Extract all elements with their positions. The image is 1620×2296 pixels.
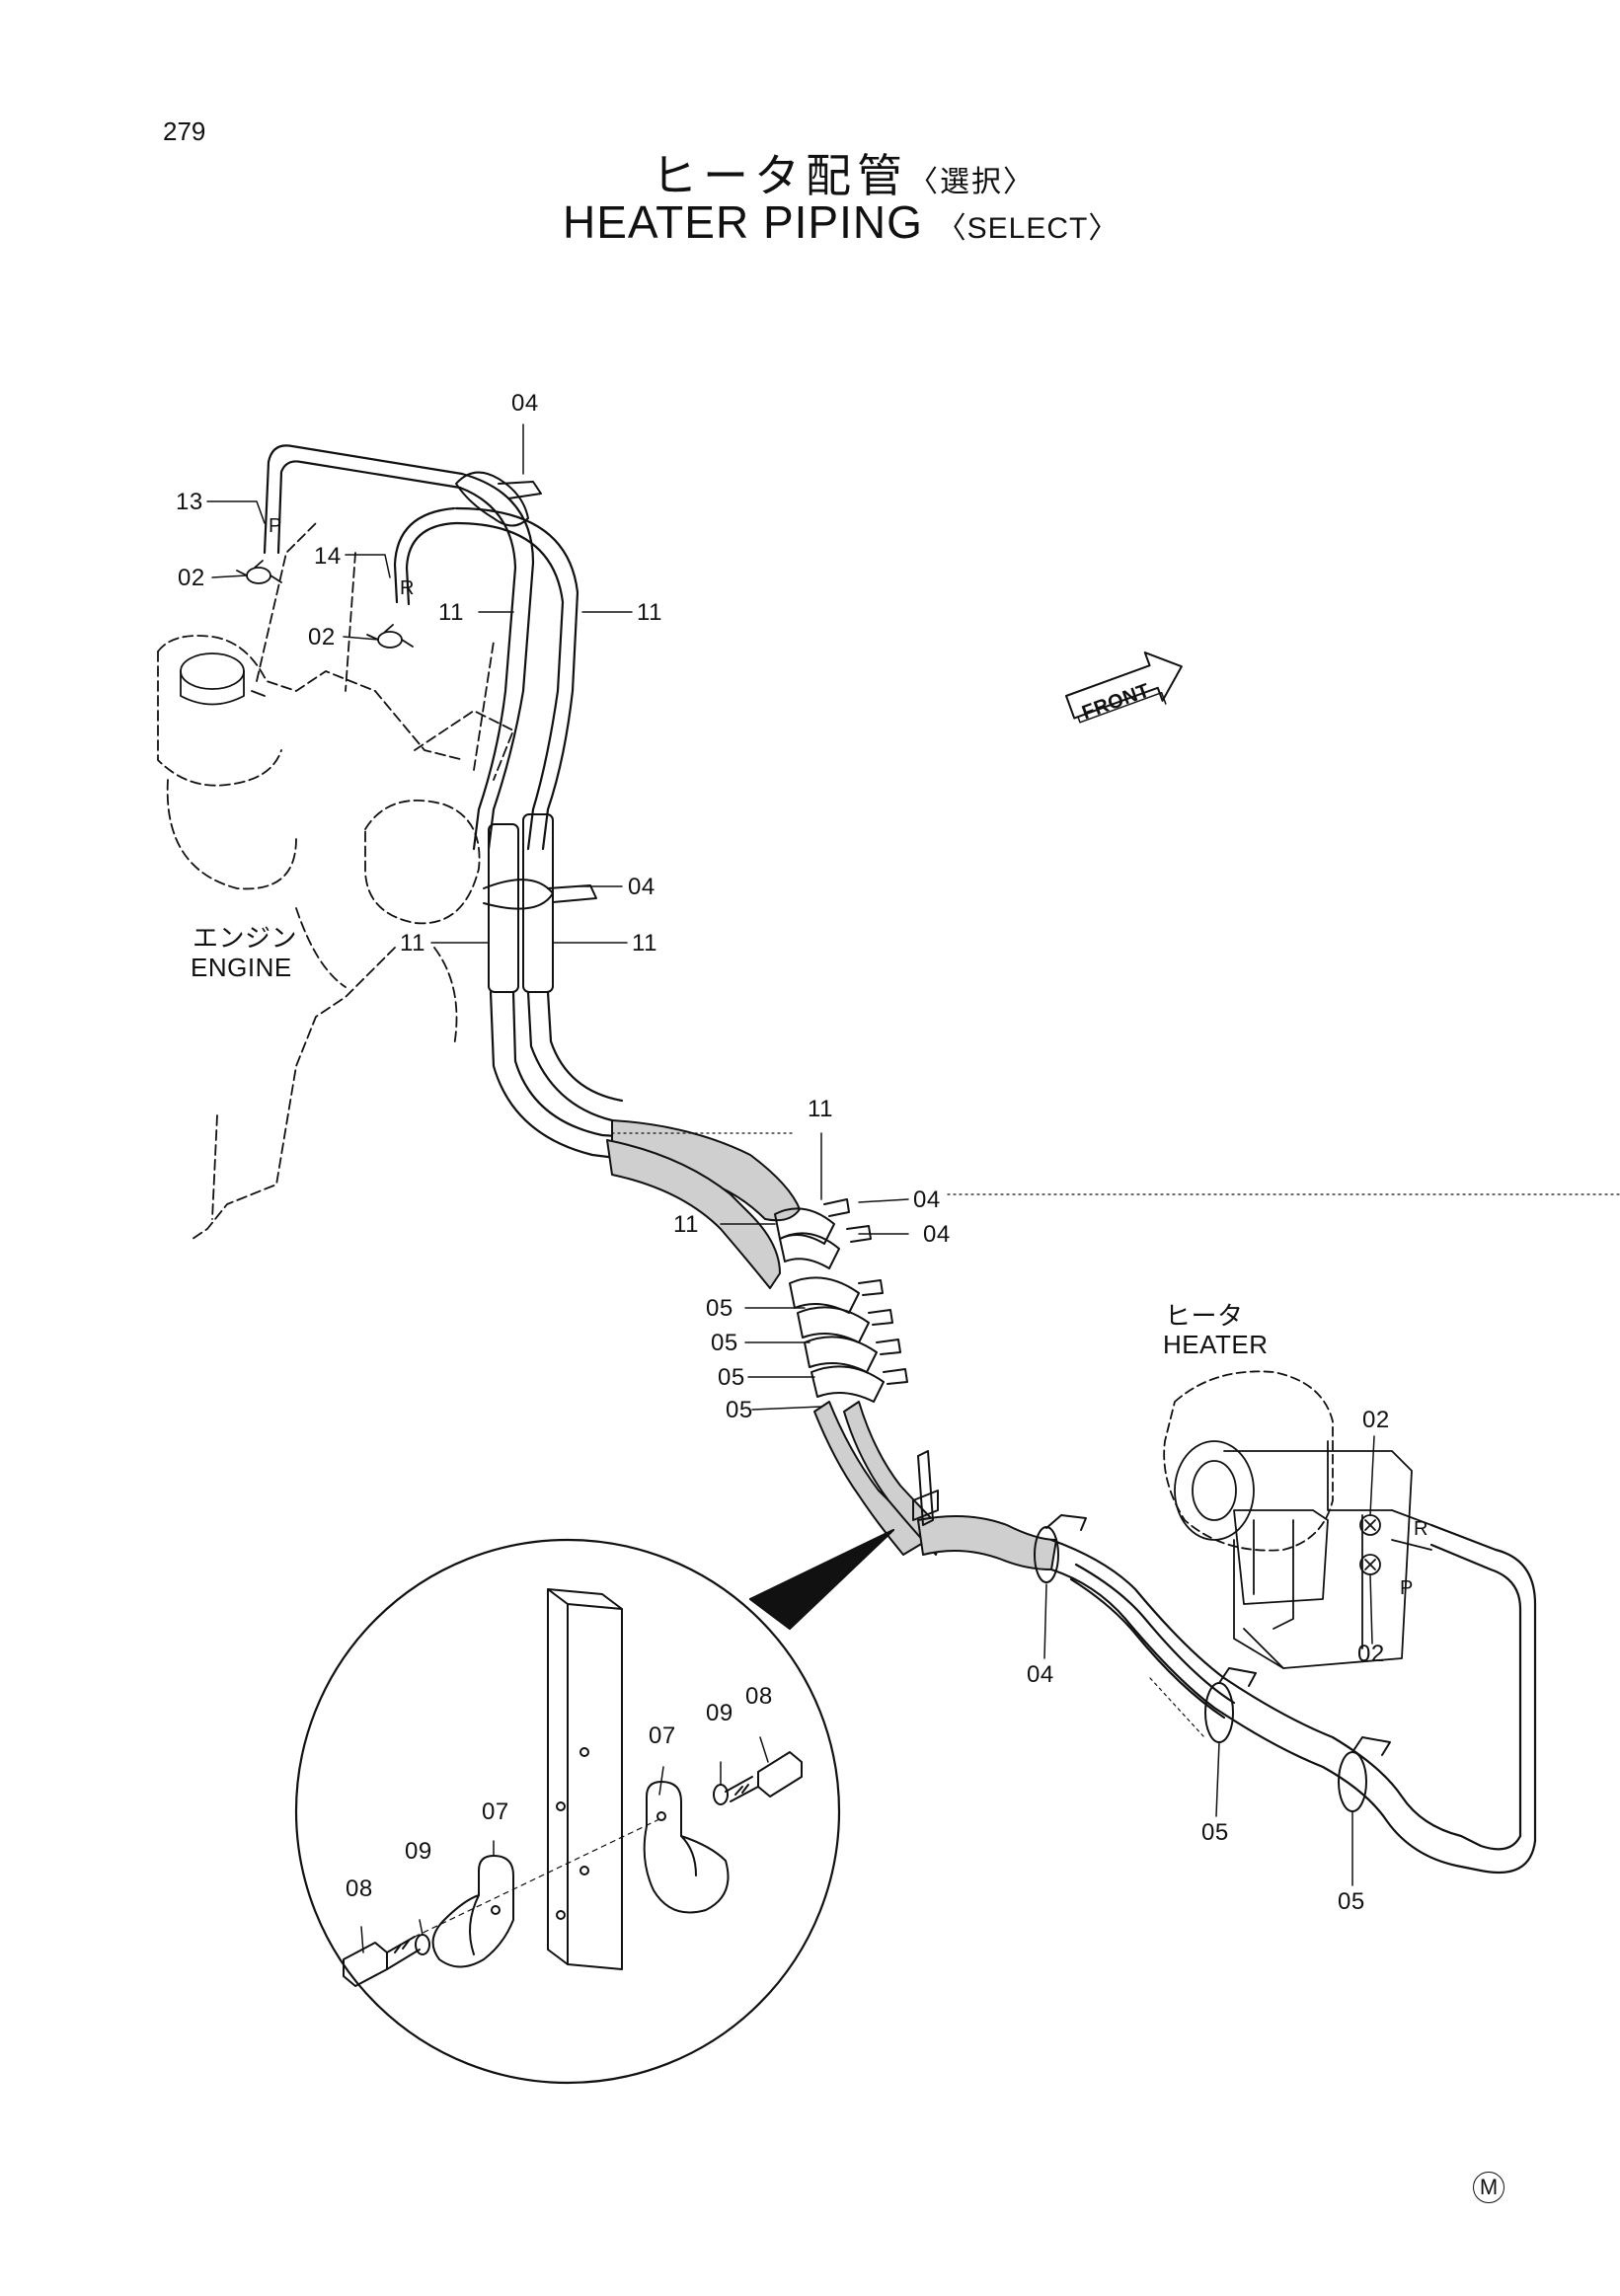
hose-upper-right: [454, 506, 579, 851]
detail-plate: [547, 1588, 623, 1970]
callout-04-wrap-a: 04: [913, 1186, 941, 1213]
callout-leaders: [206, 423, 1375, 1953]
detail-bolt-08-left: [343, 1936, 421, 1987]
heater-label-jp: ヒータ: [1165, 1301, 1244, 1331]
detail-callout: [294, 1528, 895, 2085]
heater-label-en: HEATER: [1163, 1330, 1269, 1359]
pipe-13: [263, 444, 464, 555]
port-r-heater: R: [1414, 1518, 1428, 1540]
callout-05-c: 05: [718, 1364, 745, 1391]
clamp-04-top: [455, 471, 542, 527]
callout-02-heater-top: 02: [1362, 1407, 1390, 1433]
callout-08-detail-left: 08: [346, 1875, 373, 1902]
detail-clamp-07-left: [431, 1855, 514, 1968]
callout-11-upper-right: 11: [637, 599, 662, 626]
detail-axis-line: [414, 1817, 662, 1938]
port-r-engine: R: [400, 577, 415, 599]
callout-04-lower: 04: [1027, 1661, 1054, 1688]
callout-11-wrap-left: 11: [673, 1211, 699, 1238]
pipe-14: [393, 506, 458, 606]
sleeve-joints: [483, 813, 597, 993]
callout-14: 14: [314, 543, 342, 570]
engine-cap-detail: [180, 652, 266, 706]
callout-02-upper: 02: [178, 565, 205, 591]
engine-label-jp: エンジン: [193, 923, 298, 953]
detail-washer-09-left: [415, 1934, 430, 1955]
callout-09-detail-left: 09: [405, 1838, 432, 1865]
title-jp-main: ヒータ配管: [652, 150, 908, 201]
title-english: HEATER PIPING 〈SELECT〉: [563, 195, 1119, 249]
callout-07-detail-right: 07: [649, 1722, 676, 1749]
callout-11-mid-right: 11: [632, 930, 657, 957]
callout-05-a: 05: [706, 1295, 733, 1322]
title-en-select: 〈SELECT〉: [936, 212, 1119, 245]
engine-label-en: ENGINE: [191, 953, 292, 982]
title-japanese: ヒータ配管〈選択〉: [652, 140, 1035, 205]
callout-02-heater-bottom: 02: [1357, 1641, 1385, 1667]
callout-02-mid: 02: [308, 624, 336, 651]
callout-08-detail-right: 08: [745, 1683, 773, 1710]
callout-07-detail-left: 07: [482, 1799, 509, 1825]
callout-11-mid-left: 11: [400, 930, 425, 957]
callout-05-lower-a: 05: [1201, 1819, 1229, 1846]
front-arrow-icon: [1065, 651, 1183, 724]
callout-04-top: 04: [511, 390, 539, 417]
dotted-leaders: [611, 1132, 1620, 1195]
hose-upper-left: [458, 472, 535, 851]
callout-05-lower-b: 05: [1338, 1888, 1365, 1915]
detail-washer-09-right: [713, 1784, 729, 1805]
callout-11-wrap-top: 11: [808, 1096, 833, 1122]
page-number: 279: [163, 116, 206, 146]
hose-lower: [1049, 1523, 1537, 1875]
hose-clip-02-mid: [366, 624, 414, 649]
engine-outline: [157, 522, 514, 1240]
callout-05-b: 05: [711, 1330, 738, 1356]
clamp-stack: [774, 1198, 908, 1403]
title-en-main: HEATER PIPING: [563, 196, 923, 248]
port-p-heater: P: [1400, 1577, 1414, 1599]
title-jp-select: 〈選択〉: [908, 166, 1035, 198]
footer-m-mark: M: [1473, 2172, 1504, 2203]
hose-wrap-section: [606, 1119, 1057, 1570]
heater-unit: [1163, 1370, 1432, 1669]
mount-bracket: [912, 1450, 939, 1526]
callout-11-upper-left: 11: [438, 599, 464, 626]
callout-04-mid: 04: [628, 874, 656, 900]
callout-13: 13: [176, 489, 203, 515]
detail-bolt-08-right: [725, 1751, 803, 1802]
callout-05-d: 05: [726, 1397, 753, 1423]
callout-09-detail-right: 09: [706, 1700, 733, 1726]
callout-04-wrap-b: 04: [923, 1221, 951, 1248]
hose-middle: [489, 990, 634, 1162]
hose-clip-02-left: [236, 560, 282, 584]
port-p-engine: P: [269, 515, 282, 537]
